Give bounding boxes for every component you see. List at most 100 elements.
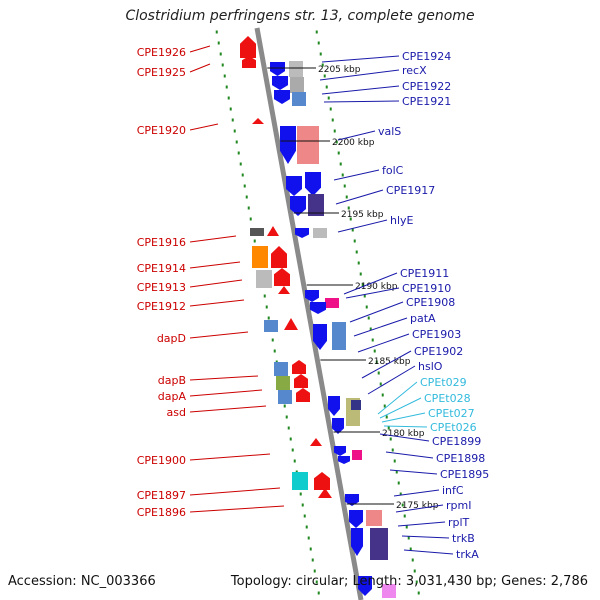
rna-gene-label: CPEt028: [424, 392, 471, 405]
right-gene-label: CPE1899: [432, 435, 481, 448]
rna-label-leader: [379, 397, 422, 419]
gene-feature: [290, 77, 304, 93]
gene-feature: [296, 388, 310, 402]
right-label-leader: [323, 100, 400, 103]
right-gene-label: CPE1921: [402, 95, 451, 108]
left-label-leader: [189, 331, 249, 339]
left-label-leader: [189, 261, 241, 269]
right-label-leader: [353, 317, 408, 337]
right-gene-label: hslO: [418, 360, 443, 373]
right-gene-label: CPE1910: [402, 282, 451, 295]
left-label-leader: [189, 453, 271, 461]
right-gene-label: CPE1922: [402, 80, 451, 93]
gene-feature: [318, 488, 332, 498]
right-gene-label: patA: [410, 312, 436, 325]
left-gene-label: CPE1916: [137, 236, 186, 249]
gene-feature: [349, 510, 363, 528]
rna-gene-label: CPEt026: [430, 421, 477, 434]
left-gene-label: CPE1912: [137, 300, 186, 313]
right-gene-label: infC: [442, 484, 464, 497]
backbone-line: [254, 27, 364, 600]
gene-feature: [308, 194, 324, 216]
right-label-leader: [393, 489, 440, 497]
right-gene-label: CPE1911: [400, 267, 449, 280]
gene-feature: [289, 61, 303, 77]
right-label-leader: [337, 130, 376, 141]
gene-feature: [252, 118, 264, 124]
right-gene-label: CPE1917: [386, 184, 435, 197]
right-label-leader: [319, 69, 400, 81]
gene-feature: [274, 90, 290, 104]
left-gene-label: CPE1913: [137, 281, 186, 294]
gene-feature: [284, 318, 298, 330]
gene-feature: [295, 228, 309, 238]
right-gene-label: valS: [378, 125, 401, 138]
gene-feature: [272, 76, 288, 90]
right-gene-label: hlyE: [390, 214, 414, 227]
gene-feature: [328, 396, 340, 416]
right-label-leader: [357, 333, 410, 353]
right-gene-label: rplT: [448, 516, 470, 529]
gene-feature: [325, 298, 339, 308]
right-label-leader: [367, 365, 416, 395]
gene-feature: [278, 390, 292, 404]
right-gene-label: CPE1903: [412, 328, 461, 341]
right-label-leader: [335, 189, 384, 205]
gene-feature: [352, 450, 362, 460]
right-label-leader: [343, 272, 398, 295]
kbp-label: 2200 kbp: [332, 138, 375, 148]
right-gene-label: CPE1898: [436, 452, 485, 465]
right-gene-label: CPE1908: [406, 296, 455, 309]
left-label-leader: [189, 235, 237, 243]
gene-feature: [310, 302, 326, 314]
gene-feature: [280, 126, 296, 164]
right-label-leader: [397, 521, 446, 527]
gene-feature: [351, 400, 361, 410]
gene-feature: [252, 246, 268, 268]
right-label-leader: [321, 55, 400, 63]
rna-label-leader: [383, 425, 428, 428]
left-gene-label: CPE1900: [137, 454, 186, 467]
gene-feature: [267, 226, 279, 236]
left-label-leader: [189, 123, 219, 131]
accession-text: Accession: NC_003366: [8, 574, 156, 589]
right-gene-label: trkA: [456, 548, 479, 561]
gene-feature: [250, 228, 264, 236]
right-label-leader: [321, 85, 400, 95]
right-gene-label: CPE1902: [414, 345, 463, 358]
right-label-leader: [333, 169, 380, 181]
rna-label-leader: [377, 381, 418, 415]
gene-feature: [292, 472, 308, 490]
gene-feature: [274, 362, 288, 376]
gene-feature: [313, 324, 327, 350]
right-gene-label: CPE1924: [402, 50, 451, 63]
gene-feature: [310, 438, 322, 446]
gene-feature: [313, 228, 327, 238]
right-label-leader: [379, 433, 430, 442]
map-title: Clostridium perfringens str. 13, complet…: [125, 8, 475, 24]
right-label-leader: [385, 451, 434, 459]
left-gene-label: dapA: [158, 390, 187, 403]
right-gene-label: trkB: [452, 532, 475, 545]
gene-feature: [305, 290, 319, 302]
right-gene-label: folC: [382, 164, 404, 177]
gene-feature: [286, 176, 302, 196]
gene-feature: [292, 92, 306, 106]
gene-feature: [334, 446, 346, 456]
gene-feature: [305, 172, 321, 196]
gene-feature: [278, 286, 290, 294]
right-label-leader: [403, 549, 454, 555]
gene-feature: [276, 376, 290, 390]
right-label-leader: [389, 469, 438, 475]
gene-feature: [345, 494, 359, 506]
right-label-leader: [337, 219, 388, 233]
kbp-label: 2205 kbp: [318, 65, 361, 75]
left-gene-label: dapD: [157, 332, 186, 345]
left-label-leader: [189, 279, 243, 288]
gene-feature: [256, 270, 272, 288]
gene-feature: [274, 268, 290, 286]
right-label-leader: [395, 504, 444, 513]
gene-feature: [366, 510, 382, 526]
gene-feature: [264, 320, 278, 332]
